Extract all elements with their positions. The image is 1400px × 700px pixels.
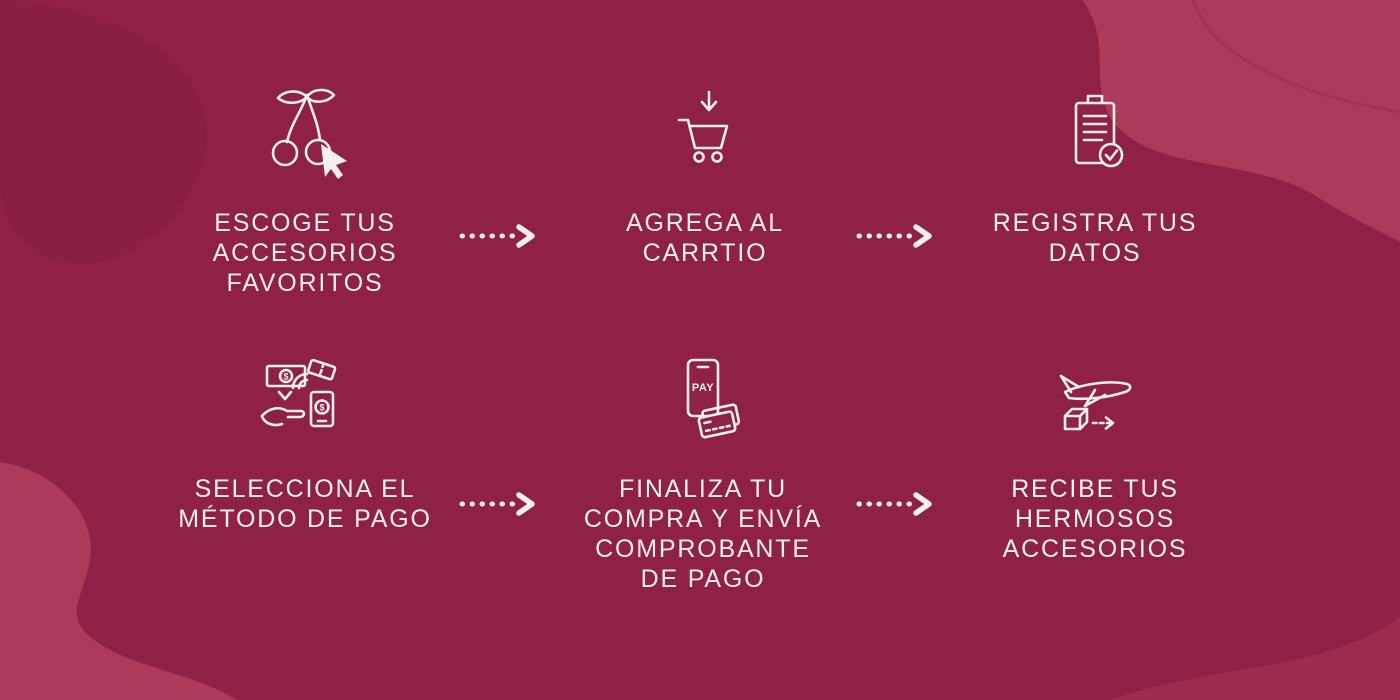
svg-text:$: $ [283,372,288,382]
step-label: AGREGA AL CARRTIO [626,209,784,267]
corner-wave-top-right [1082,0,1400,242]
step-label: REGISTRA TUS DATOS [992,209,1198,267]
step-choose-accessories: ESCOGE TUS ACCESORIOS FAVORITOS [155,86,455,298]
clipboard-check-icon [1045,86,1145,186]
svg-text:$: $ [319,403,324,413]
swirl-top-left [0,0,208,264]
step-label: SELECCIONA EL MÉTODO DE PAGO [178,475,432,533]
step-finish-purchase: PAY FINALIZA TU COMPRA Y ENVÍA COMPROBAN… [548,352,858,594]
plane-shipping-icon [1045,352,1145,452]
dotted-arrow [855,222,943,250]
corner-wave-bottom-right [1110,616,1400,700]
step-label: RECIBE TUS HERMOSOS ACCESORIOS [1002,475,1188,563]
step-label: FINALIZA TU COMPRA Y ENVÍA COMPROBANTE D… [583,475,823,593]
step-register-data: REGISTRA TUS DATOS [945,86,1245,268]
dotted-arrow [855,490,943,518]
svg-text:PAY: PAY [692,382,714,394]
payment-method-icon: $ $ [255,352,355,452]
step-receive-accessories: RECIBE TUS HERMOSOS ACCESORIOS [945,352,1245,564]
add-to-cart-icon [655,86,755,186]
cherries-cursor-icon [255,86,355,186]
phone-pay-icon: PAY [653,352,753,452]
step-label: ESCOGE TUS ACCESORIOS FAVORITOS [212,209,398,297]
crease-line-top-right [1191,0,1400,114]
step-select-payment: $ $ SELECCIONA EL MÉTODO DE PAGO [155,352,455,534]
step-add-to-cart: AGREGA AL CARRTIO [555,86,855,268]
dotted-arrow [458,490,546,518]
dotted-arrow [458,222,546,250]
corner-wave-bottom-left [0,462,237,700]
